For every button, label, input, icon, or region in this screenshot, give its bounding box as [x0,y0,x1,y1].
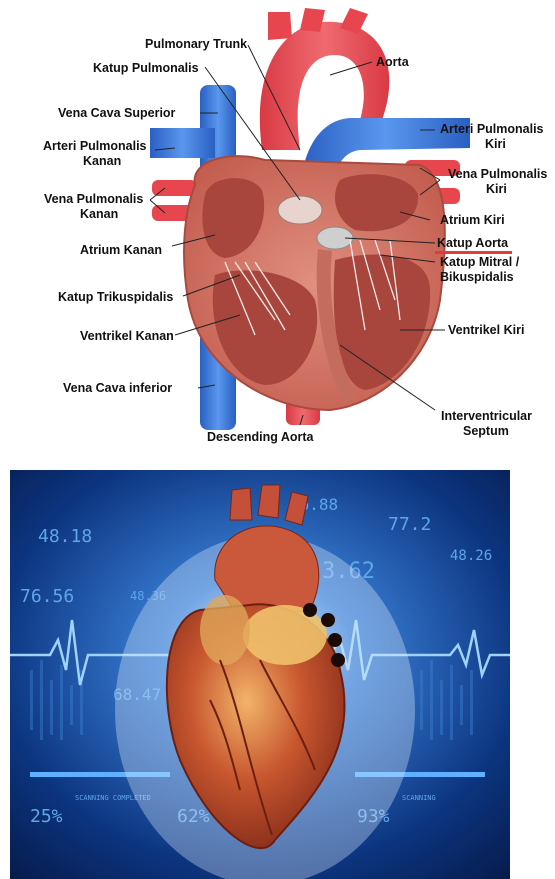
label-ventrikel-kanan: Ventrikel Kanan [80,329,174,343]
label-katup-pulmonalis: Katup Pulmonalis [93,61,199,75]
label-katup-mitral: Katup Mitral / Bikuspidalis [440,255,523,284]
label-interventricular-septum: Interventricular Septum [441,409,536,438]
label-vena-cava-inferior: Vena Cava inferior [63,381,172,395]
label-atrium-kiri: Atrium Kiri [440,213,505,227]
readout-25-percent: 25% [30,806,63,827]
pulmonary-valve [278,196,322,224]
label-katup-aorta: Katup Aorta [437,236,509,250]
readout-48-18: 48.18 [38,526,92,547]
readout-76-56: 76.56 [20,586,74,607]
right-pulmonary-artery [150,128,215,158]
heart-anatomy-diagram: Pulmonary Trunk Aorta Katup Pulmonalis V… [0,0,555,450]
label-katup-trikuspidalis: Katup Trikuspidalis [58,290,173,304]
katup-aorta-underline [435,251,512,254]
label-atrium-kanan: Atrium Kanan [80,243,162,257]
readout-48-26: 48.26 [450,548,492,564]
label-pulmonary-trunk: Pulmonary Trunk [145,37,247,51]
label-vena-pulmonalis-kanan: Vena Pulmonalis Kanan [44,192,147,221]
label-aorta: Aorta [376,55,410,69]
label-ventrikel-kiri: Ventrikel Kiri [448,323,524,337]
scanning-text: SCANNING [402,794,436,802]
label-vena-cava-superior: Vena Cava Superior [58,106,176,120]
readout-77-2: 77.2 [388,514,431,535]
label-descending-aorta: Descending Aorta [207,430,315,444]
heart-monitor-photo: 48.18 36.88 77.2 48.26 76.56 48.36 3.62 … [10,470,510,879]
label-vena-pulmonalis-kiri: Vena Pulmonalis Kiri [448,167,551,196]
label-arteri-pulmonalis-kanan: Arteri Pulmonalis Kanan [43,139,150,168]
